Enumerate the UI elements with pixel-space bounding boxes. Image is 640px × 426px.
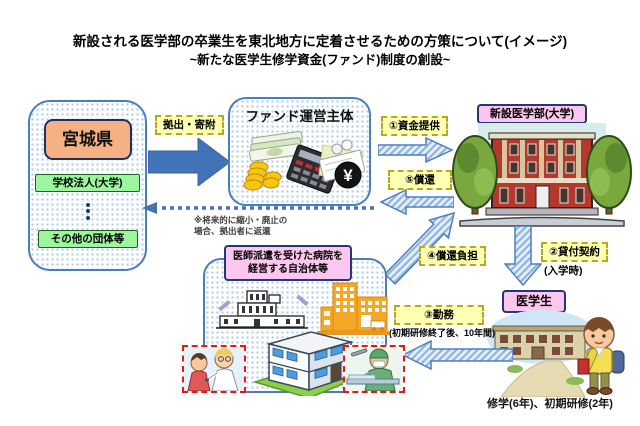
- school-corporation-box: 学校法人(大学): [35, 174, 140, 192]
- flow4-burden-label: ④償還負担: [419, 246, 486, 266]
- flow5-repayment-label: ⑤償還: [388, 170, 452, 190]
- medical-student-label: 医学生: [502, 290, 566, 313]
- student-clipart: [487, 310, 625, 397]
- student-duration-note: 修学(6年)、初期研修(2年): [487, 398, 613, 410]
- money-clipart: ¥: [243, 130, 365, 194]
- fund-operator-box: ファンド運営主体: [228, 97, 371, 206]
- tree-right-icon: [586, 135, 632, 215]
- contribution-label: 拠出・寄附: [155, 115, 224, 135]
- municipality-label-line2: 経営する自治体等: [248, 264, 328, 275]
- contribution-arrow: [148, 138, 230, 186]
- surgeon-clipart: [345, 347, 403, 391]
- fund-operator-title: ファンド運営主体: [245, 109, 354, 124]
- yen-symbol: ¥: [343, 166, 353, 185]
- city-hall-clipart: [216, 290, 309, 330]
- municipality-label: 医師派遣を受けた病院を 経営する自治体等: [224, 245, 352, 281]
- page-title: 新設される医学部の卒業生を東北地方に定着させるための方策について(イメージ): [72, 34, 568, 49]
- university-label: 新設医学部(大学): [477, 104, 587, 124]
- municipality-label-line1: 医師派遣を受けた病院を: [233, 251, 343, 262]
- flow3-subnote: (初期研修終了後、10年間): [389, 328, 496, 338]
- flow3-work-label: ③勤務: [394, 305, 484, 325]
- flow3-arrow: [401, 340, 513, 370]
- flow2-arrow: [504, 226, 542, 286]
- prefecture-box: 宮城県: [43, 119, 132, 160]
- flow1-funding-label: ①資金提供: [381, 116, 448, 136]
- office-building-clipart: [252, 331, 359, 396]
- yen-note-icon: ¥: [318, 139, 365, 189]
- flow1-arrow: [378, 137, 454, 163]
- student-boy-icon: [577, 317, 625, 395]
- flow2-subnote: (入学時): [544, 265, 583, 277]
- refund-dotted-arrow: [142, 202, 374, 214]
- page-subtitle: ~新たな医学生修学資金(ファンド)制度の創設~: [189, 53, 451, 67]
- hospital-clipart: [317, 282, 389, 335]
- flow5-arrow: [380, 189, 454, 215]
- refund-note-line2: 場合、拠出者に返還: [194, 226, 271, 236]
- tree-left-icon: [452, 135, 498, 215]
- vertical-ellipsis: [85, 200, 90, 222]
- doctor-patient-clipart: [184, 347, 244, 391]
- refund-note-line1: ※将来的に縮小・廃止の: [194, 215, 288, 225]
- university-building-clipart: [452, 123, 632, 227]
- contributors-box: 宮城県 学校法人(大学) その他の団体等: [28, 100, 147, 271]
- flow2-loan-label: ②貸付契約: [541, 242, 608, 262]
- other-organizations-box: その他の団体等: [37, 230, 138, 248]
- doctor-patient-frame: [182, 345, 246, 393]
- surgeon-frame: [343, 345, 405, 393]
- refund-note: ※将来的に縮小・廃止の 場合、拠出者に返還: [194, 215, 287, 237]
